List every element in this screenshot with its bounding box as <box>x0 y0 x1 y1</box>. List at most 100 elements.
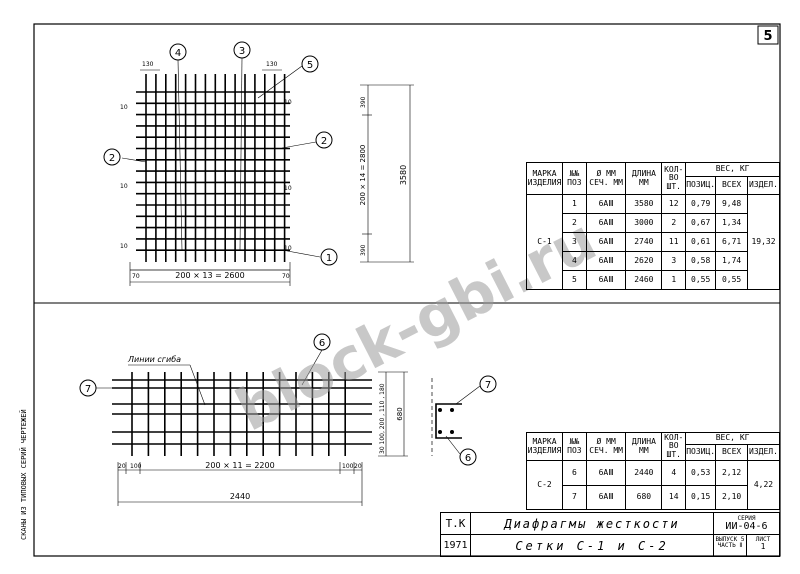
mesh-c1-dimensions: 200 × 13 = 2600 70 70 130 130 390 200 × … <box>120 61 414 286</box>
title-stamp: Т.К Диафрагмы жесткости СЕРИЯ ИИ-04-6 19… <box>440 512 780 557</box>
stamp-series-label: СЕРИЯ <box>737 514 756 522</box>
col-mark: МАРКА ИЗДЕЛИЯ <box>526 432 563 461</box>
c2-bent-section-detail: 7 6 <box>431 375 497 466</box>
table-cell: 2 <box>561 213 587 233</box>
table-cell: 3580 <box>625 194 663 214</box>
c2-dim-total: 2440 <box>230 492 250 501</box>
col-w-one: ПОЗИЦ. <box>685 444 717 461</box>
sheet-number: 5 <box>763 29 772 44</box>
table-cell: 0,67 <box>685 213 717 233</box>
table-cell: 1 <box>561 194 587 214</box>
col-w-all: ВСЕХ <box>715 444 748 461</box>
mesh-c2-grid <box>112 372 372 456</box>
mesh-c2-dimensions: 20 100 200 × 11 = 2200 100 20 2440 30 10… <box>117 371 408 506</box>
c1-dim-right-mid: 200 × 14 = 2800 <box>359 145 367 206</box>
c1-dim-bottom-right: 70 <box>282 273 290 280</box>
col-weight: ВЕС, КГ <box>685 162 780 177</box>
col-weight: ВЕС, КГ <box>685 432 780 445</box>
c1-dim-top-left: 130 <box>142 61 154 68</box>
table-cell: 0,15 <box>685 484 717 510</box>
table-cell: 6АⅢ <box>585 251 627 271</box>
table-cell: 6АⅢ <box>585 484 627 510</box>
table-cell: 14 <box>661 484 687 510</box>
c1-dim-side-1: 10 <box>120 104 128 111</box>
mesh-c1-grid <box>136 74 290 262</box>
col-len: ДЛИНА ММ <box>625 162 663 195</box>
col-dia: Ø ММ СЕЧ. ММ <box>585 432 627 461</box>
mesh-c1-callouts: 4 3 5 2 2 1 <box>103 41 338 266</box>
stamp-title: Диафрагмы жесткости <box>470 512 714 535</box>
table-cell: 4 <box>561 251 587 271</box>
table-cell: 6,71 <box>715 232 748 252</box>
table-cell: 2,12 <box>715 460 748 486</box>
table-cell: 2740 <box>625 232 663 252</box>
col-qty: КОЛ-ВО ШТ. <box>661 162 687 195</box>
c1-dim-side-6: 10 <box>284 245 292 252</box>
table-cell: 9,48 <box>715 194 748 214</box>
table-cell: 6 <box>561 460 587 486</box>
stamp-subtitle: Сетки С-1 и С-2 <box>470 534 714 557</box>
col-w-one: ПОЗИЦ. <box>685 176 717 195</box>
c1-dim-side-5: 10 <box>284 185 292 192</box>
stamp-org: Т.К <box>440 512 471 535</box>
c2-mark: С-2 <box>526 460 563 510</box>
col-len: ДЛИНА ММ <box>625 432 663 461</box>
table-cell: 6АⅢ <box>585 232 627 252</box>
table-cell: 3 <box>661 251 687 271</box>
stamp-sheet: 1 <box>760 542 766 551</box>
table-cell: 1 <box>661 270 687 290</box>
table-cell: 3000 <box>625 213 663 233</box>
table-cell: 2460 <box>625 270 663 290</box>
col-dia: Ø ММ СЕЧ. ММ <box>585 162 627 195</box>
table-cell: 12 <box>661 194 687 214</box>
table-cell: 1,74 <box>715 251 748 271</box>
table-cell: 6АⅢ <box>585 194 627 214</box>
table-cell: 6АⅢ <box>585 460 627 486</box>
table-cell: 11 <box>661 232 687 252</box>
sheet-frame <box>33 23 781 557</box>
c2-detail-callout-7: 7 <box>485 380 491 391</box>
table-cell: 1,34 <box>715 213 748 233</box>
table-cell: 0,53 <box>685 460 717 486</box>
c1-dim-side-4: 10 <box>284 99 292 106</box>
table-cell: 2620 <box>625 251 663 271</box>
mesh-c2-callouts: 6 7 <box>79 333 331 397</box>
col-pos: №№ ПОЗ <box>561 162 587 195</box>
stamp-series: ИИ-04-6 <box>725 520 768 532</box>
table-cell: 0,58 <box>685 251 717 271</box>
stamp-part-label: ЧАСТЬ Ⅱ <box>717 542 743 549</box>
table-cell: 7 <box>561 484 587 510</box>
c2-callout-7: 7 <box>85 384 91 395</box>
c1-dim-side-3: 10 <box>120 243 128 250</box>
c1-callout-5: 5 <box>307 60 313 71</box>
c1-mark: С-1 <box>526 194 563 290</box>
c2-dim-right-a: 100 <box>342 463 354 470</box>
c1-item-weight: 19,32 <box>746 194 781 290</box>
c1-callout-3: 3 <box>239 46 245 57</box>
margin-text: СКАНЫ ИЗ ТИПОВЫХ СЕРИЙ ЧЕРТЕЖЕЙ <box>19 409 28 540</box>
c2-detail-callout-6: 6 <box>465 453 471 464</box>
stamp-issue-label: ВЫПУСК 5 <box>715 536 745 543</box>
c2-dim-right-b: 20 <box>354 463 362 470</box>
c2-dim-height-parts: 30 100, 200 , 110 , 180 <box>379 383 386 454</box>
table-cell: 680 <box>625 484 663 510</box>
col-w-item: ИЗДЕЛ. <box>746 176 781 195</box>
specification-table-c1: МАРКА ИЗДЕЛИЯ №№ ПОЗ Ø ММ СЕЧ. ММ ДЛИНА … <box>526 162 781 290</box>
c2-bend-label: Линии сгиба <box>127 355 181 364</box>
sheet-number-box <box>757 25 779 45</box>
stamp-year: 1971 <box>440 534 471 557</box>
table-cell: 0,55 <box>685 270 717 290</box>
table-cell: 5 <box>561 270 587 290</box>
table-cell: 2440 <box>625 460 663 486</box>
specification-table-c2: МАРКА ИЗДЕЛИЯ №№ ПОЗ Ø ММ СЕЧ. ММ ДЛИНА … <box>526 432 781 510</box>
table-cell: 0,55 <box>715 270 748 290</box>
col-pos: №№ ПОЗ <box>561 432 587 461</box>
table-cell: 0,79 <box>685 194 717 214</box>
c1-dim-bottom-left: 70 <box>132 273 140 280</box>
c2-dim-bottom: 200 × 11 = 2200 <box>205 461 274 470</box>
c1-dim-top-right: 130 <box>266 61 278 68</box>
c2-item-weight: 4,22 <box>746 460 781 510</box>
col-qty: КОЛ-ВО ШТ. <box>661 432 687 461</box>
c1-callout-2-left: 2 <box>109 153 115 164</box>
stamp-sheet-label: ЛИСТ <box>755 536 771 543</box>
